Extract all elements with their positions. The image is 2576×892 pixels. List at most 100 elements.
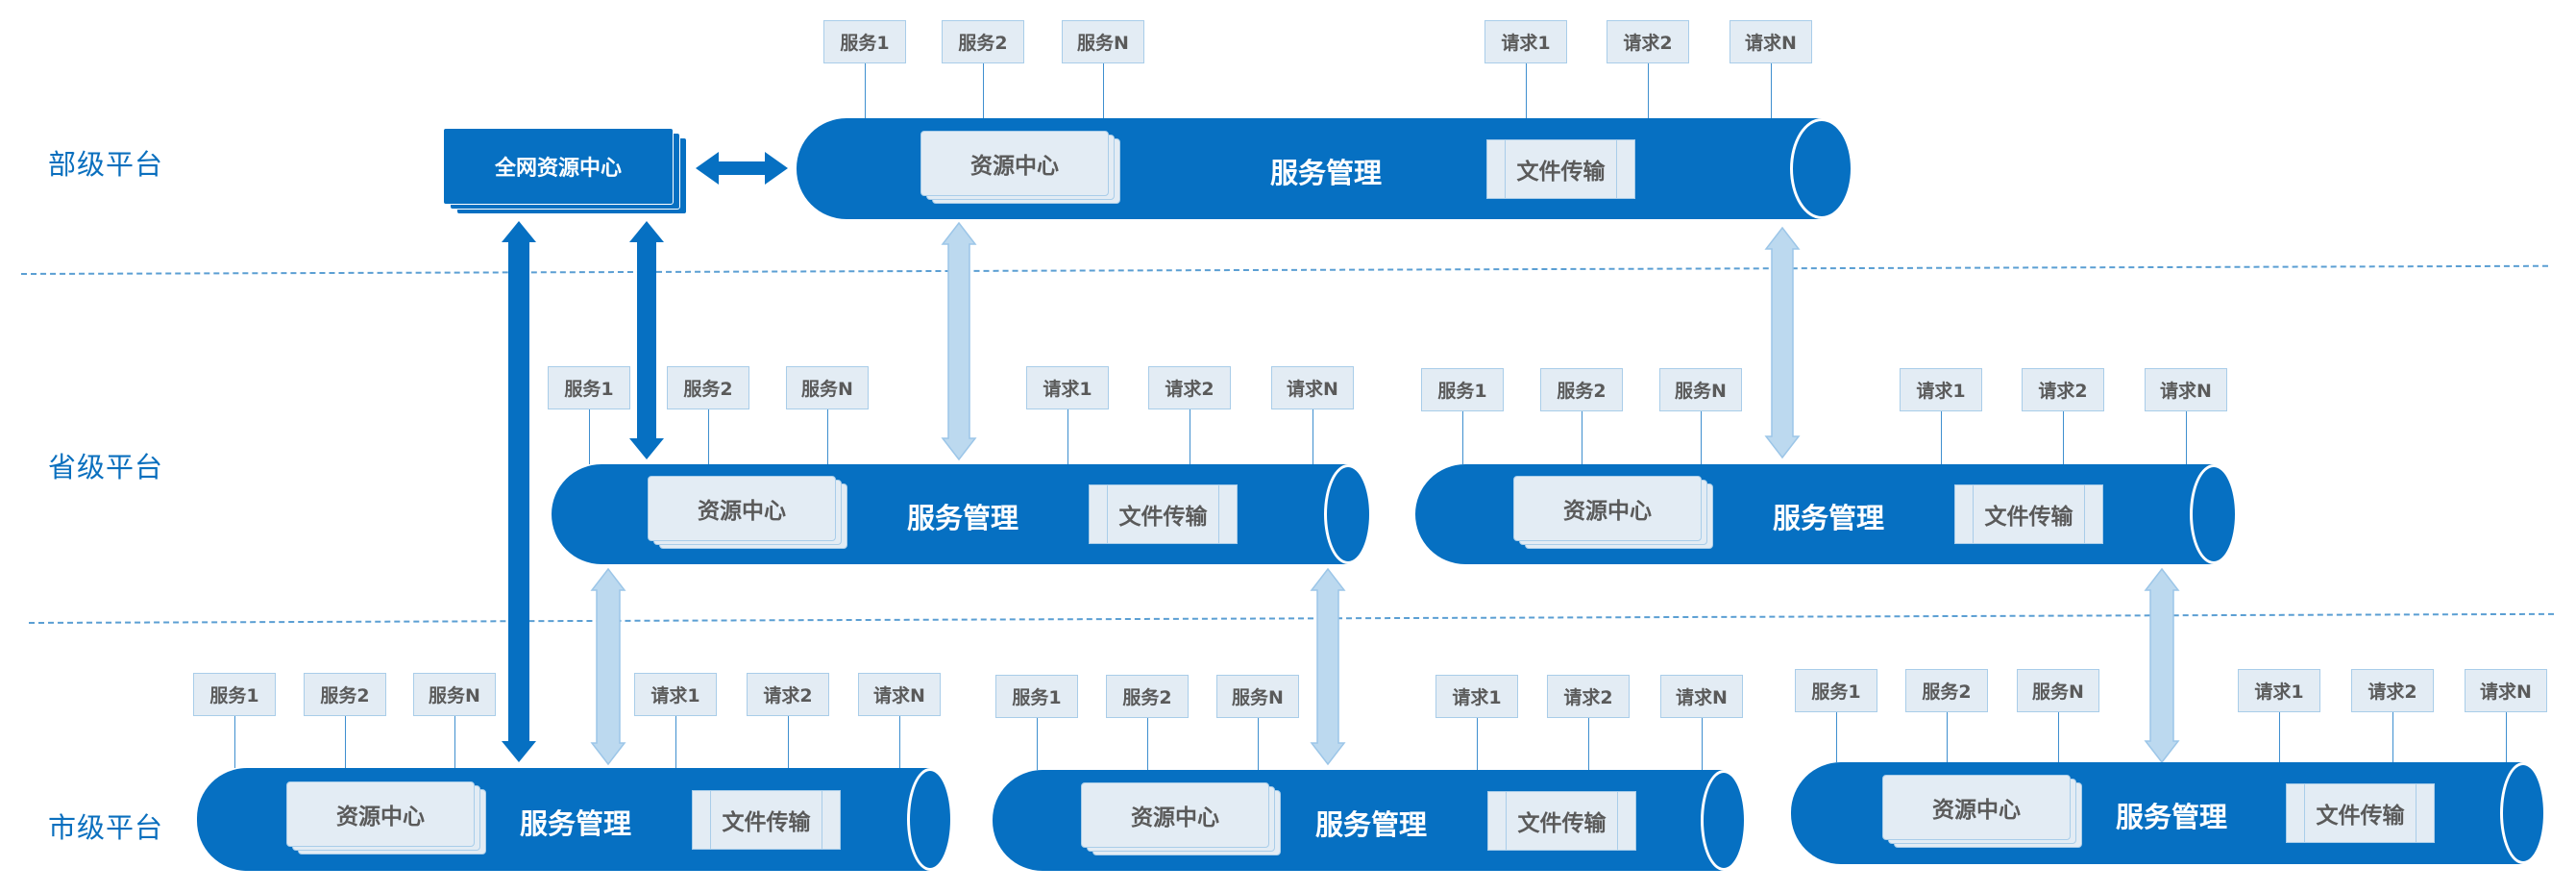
global-resource-center-label: 全网资源中心	[443, 128, 674, 205]
service-connector-line	[1258, 718, 1259, 770]
service-tag[interactable]: 服务N	[1659, 368, 1742, 411]
service-tag[interactable]: 服务N	[2017, 669, 2099, 712]
service-tag[interactable]: 服务N	[786, 366, 869, 409]
request-connector-line	[2279, 712, 2280, 762]
level-divider-1	[21, 264, 2548, 275]
resource-center[interactable]: 资源中心	[648, 476, 849, 551]
service-connector-line	[345, 716, 346, 768]
request-tag[interactable]: 请求2	[2022, 368, 2104, 411]
request-tag[interactable]: 请求2	[1547, 675, 1630, 718]
resource-center-label: 资源中心	[1081, 782, 1269, 848]
file-transfer-box[interactable]: 文件传输	[692, 790, 841, 850]
resource-center-label: 资源中心	[920, 131, 1109, 196]
cylinder-end-cap	[1701, 770, 1747, 871]
request-tag[interactable]: 请求N	[1660, 675, 1743, 718]
request-connector-line	[675, 716, 676, 768]
service-management-title: 服务管理	[906, 502, 1019, 534]
service-connector-line	[1103, 63, 1104, 118]
service-connector-line	[1147, 718, 1148, 770]
cylinder-end-cap	[2500, 762, 2546, 864]
service-tag[interactable]: 服务2	[304, 673, 386, 716]
province1-to-city1-arrow	[590, 567, 626, 766]
service-tag[interactable]: 服务2	[667, 366, 749, 409]
request-connector-line	[899, 716, 900, 768]
service-tag[interactable]: 服务1	[995, 675, 1078, 718]
request-tag[interactable]: 请求1	[1435, 675, 1518, 718]
file-transfer-box[interactable]: 文件传输	[1954, 484, 2103, 544]
service-connector-line	[234, 716, 235, 768]
resource-center[interactable]: 资源中心	[1081, 782, 1283, 857]
service-tag[interactable]: 服务1	[548, 366, 630, 409]
resource-center[interactable]: 资源中心	[286, 781, 488, 856]
file-transfer-box[interactable]: 文件传输	[1487, 791, 1636, 851]
global-resource-center[interactable]: 全网资源中心	[443, 128, 689, 216]
request-connector-line	[788, 716, 789, 768]
resource-center-label: 资源中心	[648, 476, 836, 541]
level-label-city: 市级平台	[48, 811, 164, 844]
service-tag[interactable]: 服务2	[1106, 675, 1189, 718]
global-to-city-arrow	[502, 221, 536, 762]
service-connector-line	[1462, 411, 1463, 464]
service-connector-line	[1836, 712, 1837, 762]
cylinder-end-cap	[2190, 464, 2238, 564]
service-tag[interactable]: 服务1	[1795, 669, 1877, 712]
request-tag[interactable]: 请求2	[1148, 366, 1231, 409]
file-transfer-box[interactable]: 文件传输	[2286, 783, 2435, 843]
request-tag[interactable]: 请求N	[1730, 20, 1812, 63]
service-tag[interactable]: 服务2	[1905, 669, 1988, 712]
province2-to-city3-arrow	[2144, 567, 2180, 764]
service-tag[interactable]: 服务1	[1421, 368, 1504, 411]
request-connector-line	[2392, 712, 2393, 762]
service-tag[interactable]: 服务2	[1540, 368, 1623, 411]
service-tag[interactable]: 服务N	[1216, 675, 1299, 718]
service-management-title: 服务管理	[2115, 801, 2228, 833]
request-connector-line	[2506, 712, 2507, 762]
ministry-to-province2-arrow	[1764, 226, 1801, 459]
request-tag[interactable]: 请求1	[2238, 669, 2320, 712]
request-connector-line	[1588, 718, 1589, 770]
request-tag[interactable]: 请求N	[2465, 669, 2547, 712]
request-tag[interactable]: 请求1	[1484, 20, 1567, 63]
service-connector-line	[589, 409, 590, 464]
service-tag[interactable]: 服务1	[193, 673, 276, 716]
request-tag[interactable]: 请求N	[1271, 366, 1354, 409]
request-connector-line	[2186, 411, 2187, 464]
file-transfer-box[interactable]: 文件传输	[1089, 484, 1238, 544]
request-tag[interactable]: 请求N	[858, 673, 941, 716]
file-transfer-box[interactable]: 文件传输	[1486, 139, 1635, 199]
request-connector-line	[1477, 718, 1478, 770]
service-tag[interactable]: 服务2	[942, 20, 1024, 63]
request-tag[interactable]: 请求1	[1026, 366, 1109, 409]
request-connector-line	[1526, 63, 1527, 118]
request-connector-line	[2063, 411, 2064, 464]
resource-center[interactable]: 资源中心	[1882, 775, 2084, 850]
resource-center[interactable]: 资源中心	[920, 131, 1122, 206]
request-tag[interactable]: 请求2	[747, 673, 829, 716]
service-management-title: 服务管理	[1314, 807, 1428, 841]
province1-to-city2-arrow	[1310, 567, 1346, 766]
request-connector-line	[1771, 63, 1772, 118]
request-connector-line	[1941, 411, 1942, 464]
request-tag[interactable]: 请求2	[1607, 20, 1689, 63]
resource-center-label: 资源中心	[286, 781, 475, 847]
resource-center[interactable]: 资源中心	[1513, 476, 1715, 551]
service-connector-line	[2058, 712, 2059, 762]
service-tag[interactable]: 服务1	[823, 20, 906, 63]
cylinder-end-cap	[1324, 464, 1372, 564]
cylinder-end-cap	[907, 768, 953, 871]
service-tag[interactable]: 服务N	[1062, 20, 1144, 63]
resource-center-label: 资源中心	[1513, 476, 1702, 541]
global-to-ministry-arrow	[696, 152, 788, 185]
service-tag[interactable]: 服务N	[413, 673, 496, 716]
request-tag[interactable]: 请求1	[634, 673, 717, 716]
request-tag[interactable]: 请求1	[1900, 368, 1982, 411]
level-label-province: 省级平台	[48, 451, 164, 483]
global-to-province-arrow	[629, 221, 664, 459]
resource-center-label: 资源中心	[1882, 775, 2071, 840]
cylinder-end-cap	[1790, 118, 1853, 219]
request-tag[interactable]: 请求2	[2351, 669, 2434, 712]
request-connector-line	[1648, 63, 1649, 118]
request-tag[interactable]: 请求N	[2145, 368, 2227, 411]
level-divider-2	[29, 612, 2554, 624]
ministry-to-province1-arrow	[941, 221, 977, 461]
